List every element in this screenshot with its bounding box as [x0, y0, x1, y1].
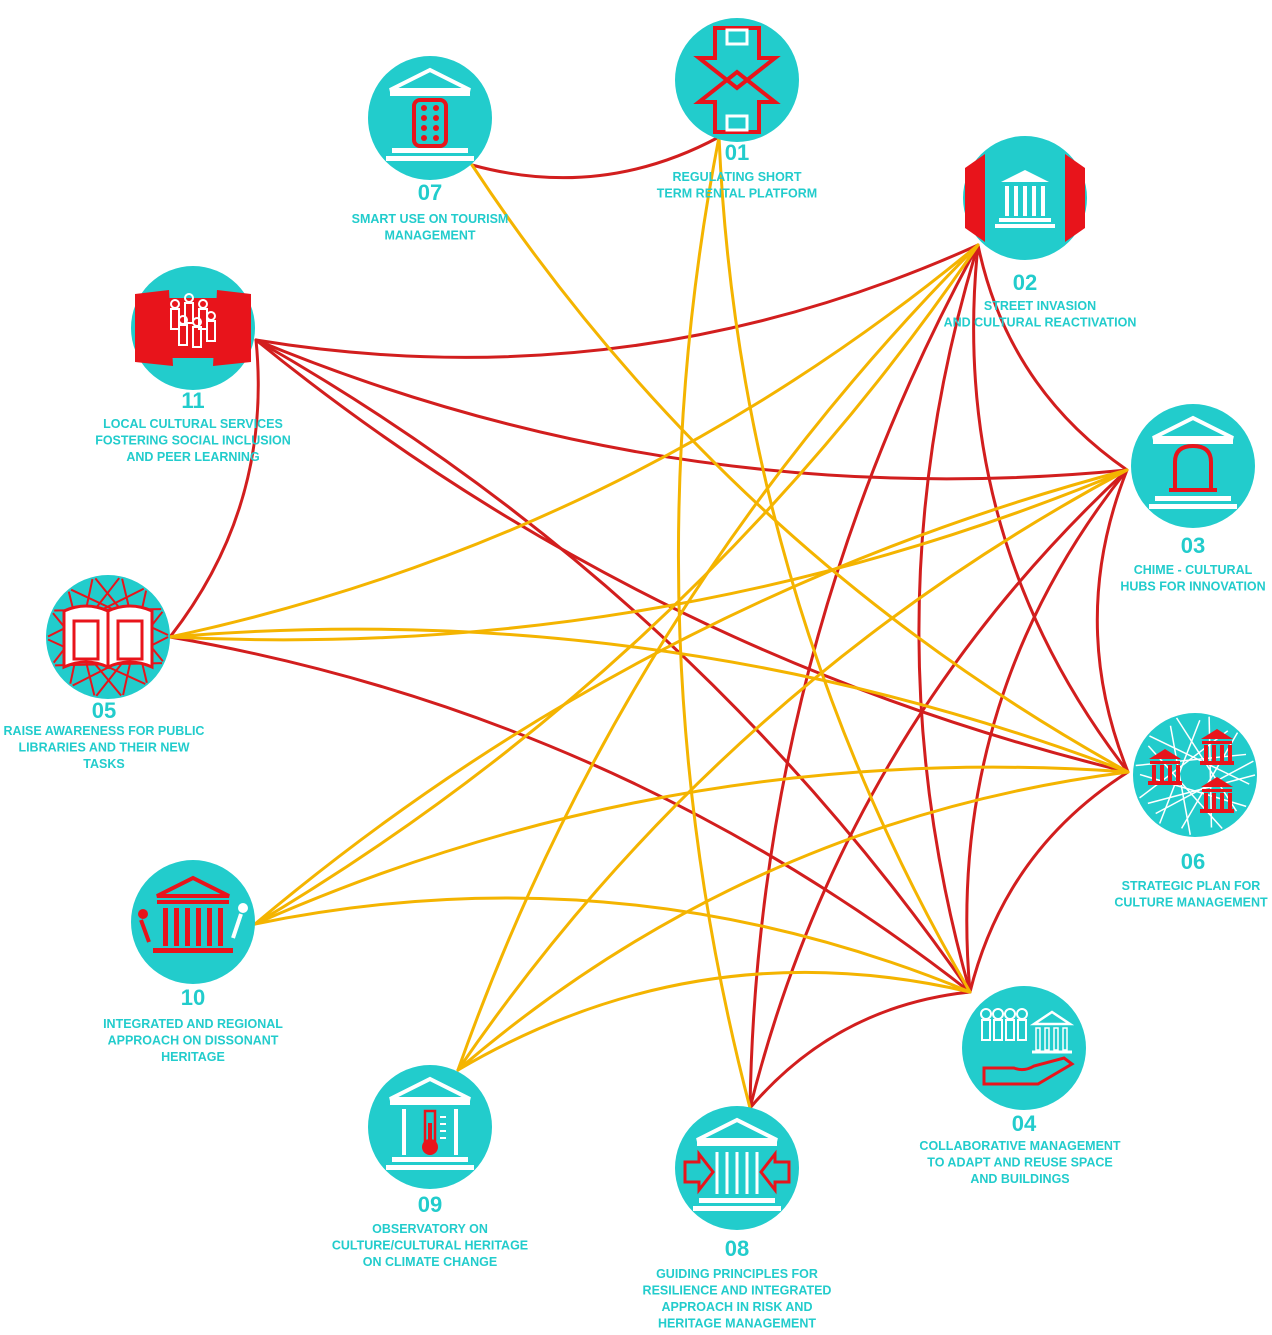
open-book-icon: [47, 577, 169, 697]
link-02-04: [917, 243, 980, 994]
node-circle: [675, 18, 799, 142]
node-number: 05: [92, 698, 116, 723]
link-06-04: [968, 770, 1130, 994]
node-label-line: LIBRARIES AND THEIR NEW: [18, 741, 189, 755]
node-label-line: HUBS FOR INNOVATION: [1120, 580, 1265, 594]
building-people-pushing-icon: [138, 875, 248, 953]
node-label-line: AND PEER LEARNING: [126, 450, 259, 464]
link-02-08: [748, 243, 980, 1110]
node-label-line: FOSTERING SOCIAL INCLUSION: [95, 434, 291, 448]
node-label-line: TERM RENTAL PLATFORM: [657, 187, 817, 201]
node-label-line: MANAGEMENT: [385, 229, 476, 243]
link-03-10: [253, 468, 1129, 926]
node-label-line: APPROACH IN RISK AND: [662, 1300, 813, 1314]
link-03-05: [168, 468, 1129, 642]
node-label-line: CHIME - CULTURAL: [1134, 563, 1253, 577]
node-label-line: GUIDING PRINCIPLES FOR: [656, 1267, 818, 1281]
node-label-line: HERITAGE MANAGEMENT: [658, 1317, 816, 1331]
node-label-line: SMART USE ON TOURISM: [352, 212, 509, 226]
node-number: 04: [1012, 1111, 1037, 1136]
building-between-walls-icon: [965, 154, 1085, 242]
links-layer: [168, 135, 1130, 1110]
link-09-04: [456, 970, 972, 1072]
node-label-line: STREET INVASION: [984, 299, 1096, 313]
building-arrows-icon: [683, 1117, 791, 1211]
node-label-line: INTEGRATED AND REGIONAL: [103, 1017, 283, 1031]
link-11-04: [254, 338, 972, 994]
node-label-line: CULTURE MANAGEMENT: [1114, 896, 1268, 910]
building-thermometer-icon: [386, 1076, 474, 1170]
link-01-08: [676, 135, 752, 1110]
link-09-06: [456, 770, 1130, 1072]
link-07-06: [470, 163, 1130, 774]
node-label-line: APPROACH ON DISSONANT: [108, 1034, 279, 1048]
link-02-06: [972, 243, 1130, 774]
node-number: 03: [1181, 533, 1205, 558]
node-label-line: STRATEGIC PLAN FOR: [1122, 879, 1261, 893]
link-05-04: [168, 635, 972, 994]
link-02-05: [168, 243, 980, 639]
building-smartphone-icon: [386, 67, 474, 161]
link-03-06: [1095, 468, 1130, 774]
node-number: 01: [725, 140, 749, 165]
node-number: 06: [1181, 849, 1205, 874]
node-label-line: REGULATING SHORT: [673, 170, 802, 184]
node-label-line: COLLABORATIVE MANAGEMENT: [919, 1139, 1121, 1153]
node-number: 08: [725, 1236, 749, 1261]
node-label-line: OBSERVATORY ON: [372, 1222, 488, 1236]
node-circle: [1131, 404, 1255, 528]
node-circle: [368, 56, 492, 180]
link-10-06: [253, 765, 1130, 926]
node-label-line: AND BUILDINGS: [970, 1172, 1069, 1186]
link-04-08: [748, 990, 972, 1110]
link-05-06: [168, 627, 1130, 774]
node-number: 11: [181, 388, 204, 413]
node-number: 09: [418, 1192, 442, 1217]
node-label-line: CULTURE/CULTURAL HERITAGE: [332, 1239, 528, 1253]
link-11-06: [254, 338, 1130, 774]
link-02-09: [456, 243, 980, 1072]
link-02-10: [253, 243, 980, 926]
node-number: 10: [181, 985, 205, 1010]
city-map-buildings-icon: [1135, 716, 1256, 835]
node-label-line: AND CULTURAL REACTIVATION: [944, 316, 1137, 330]
node-number: 07: [418, 180, 442, 205]
node-label-line: TASKS: [83, 757, 124, 771]
link-11-02: [254, 243, 980, 359]
link-03-08: [748, 468, 1129, 1110]
link-10-04: [253, 896, 972, 994]
people-group-icon: [135, 290, 251, 366]
node-number: 02: [1013, 270, 1037, 295]
node-label-line: LOCAL CULTURAL SERVICES: [103, 417, 283, 431]
node-label-line: RAISE AWARENESS FOR PUBLIC: [4, 724, 205, 738]
link-02-03: [976, 243, 1129, 472]
bell-building-icon: [1149, 415, 1237, 509]
node-label-line: RESILIENCE AND INTEGRATED: [643, 1284, 832, 1298]
link-03-04: [965, 468, 1129, 994]
node-label-line: ON CLIMATE CHANGE: [363, 1255, 498, 1269]
link-11-05: [168, 338, 260, 639]
arrows-converging-icon: [693, 26, 781, 134]
link-03-09: [456, 468, 1129, 1072]
link-07-01: [470, 135, 721, 180]
people-building-hand-icon: [980, 1008, 1075, 1086]
link-11-03: [254, 338, 1129, 481]
node-label-line: TO ADAPT AND REUSE SPACE: [927, 1156, 1112, 1170]
node-label-line: HERITAGE: [161, 1050, 225, 1064]
